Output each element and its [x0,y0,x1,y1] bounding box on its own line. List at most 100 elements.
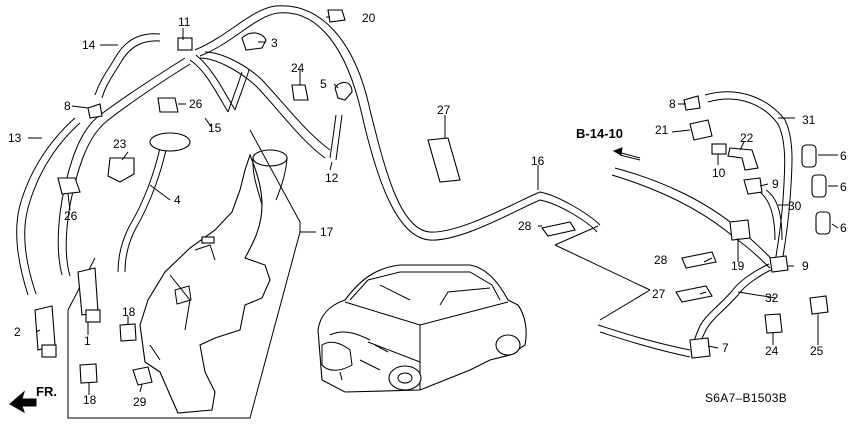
hose-14 [94,33,161,99]
elbow-9a [743,177,763,195]
callout-2: 2 [14,325,21,339]
diagram-code: S6A7–B1503B [705,391,787,405]
hose-4 [117,147,167,273]
pad-27b [675,285,713,303]
nozzle-5 [334,81,353,101]
connector-10 [711,143,727,155]
tank-filler-neck [252,149,288,167]
callout-8a: 8 [64,99,71,113]
callout-17: 17 [320,225,334,239]
callout-1: 1 [84,334,91,348]
callout-9a: 9 [772,177,779,191]
callout-15: 15 [208,121,222,135]
callout-32: 32 [765,291,779,305]
car-outline [317,264,527,393]
callout-24a: 24 [291,61,305,75]
grommet-18b [79,363,98,384]
callout-8b: 8 [669,97,676,111]
callout-12: 12 [325,171,339,185]
callout-18a: 18 [122,305,136,319]
callout-6b: 6 [840,180,847,194]
pad-28a [541,221,576,237]
hose-16 [194,5,601,233]
hose-15-to-3 [227,69,250,113]
guide-lines [367,154,651,363]
check-valve-7 [689,337,711,359]
callout-6a: 6 [840,149,847,163]
connector-8a [87,103,103,119]
pad-28b [681,251,717,269]
ref-arrowhead [612,147,623,156]
valve-11 [177,37,193,51]
callout-26a: 26 [189,97,203,111]
pad-27a [427,137,461,183]
joint-21 [689,119,713,141]
pump-2-body [41,344,57,358]
callout-30: 30 [788,199,802,213]
tank-neck-wall [252,157,288,206]
clip-24a [291,84,309,101]
tank-tab [201,236,215,244]
clip-25 [809,295,829,315]
bracket-23 [107,157,135,183]
callout-14: 14 [82,38,96,52]
elbow-22 [727,147,759,171]
leader-lines [28,16,839,395]
sleeve-6a [801,144,817,168]
nozzle-3 [241,32,267,51]
callout-19: 19 [731,259,745,273]
clip-24b [764,313,783,334]
callout-24b: 24 [765,344,779,358]
callout-13: 13 [8,131,22,145]
callout-21: 21 [655,123,669,137]
callout-6c: 6 [840,221,847,235]
callout-31: 31 [802,113,816,127]
fr-label: FR. [36,384,57,399]
callout-5: 5 [320,77,327,91]
connector-8b [683,95,701,111]
tank-tab-2 [174,285,192,305]
hose-15-branch [199,51,331,159]
callout-18b: 18 [83,393,97,407]
ref-label-b-14-10: B-14-10 [576,126,623,141]
callout-27b: 27 [652,287,666,301]
callout-9b: 9 [802,259,809,273]
sleeve-6b [811,174,827,198]
sleeve-6c [815,211,831,235]
hose-13 [16,117,81,296]
hose-16-inner [199,12,598,241]
hose-30 [759,189,783,241]
hose-lower [597,324,691,358]
hose-15 [189,54,236,113]
front-arrow [9,390,37,414]
callout-7: 7 [722,341,729,355]
grommet-18a [119,323,137,342]
callout-3: 3 [271,36,278,50]
hose-31 [704,91,793,263]
clip-26b [57,177,81,195]
callout-4: 4 [174,193,181,207]
callout-28b: 28 [654,253,668,267]
pump-2 [34,305,56,351]
callout-23: 23 [113,137,127,151]
grommet-19 [729,219,751,241]
bolt-29 [132,366,153,386]
pump-1 [77,267,99,316]
hose-left-run [57,57,191,277]
callout-16: 16 [531,154,545,168]
callout-28a: 28 [518,219,532,233]
clip-26a [157,97,179,113]
washer-tank-17 [139,153,271,414]
filler-cap-4 [149,132,191,152]
callout-11: 11 [178,15,191,29]
grommet-20 [327,9,346,23]
callout-10: 10 [712,166,726,180]
callout-20: 20 [362,11,376,25]
pump-1-body [85,309,101,323]
callout-29: 29 [133,395,147,409]
elbow-9b [769,255,789,273]
hose-12 [329,114,343,161]
callout-22: 22 [740,131,754,145]
